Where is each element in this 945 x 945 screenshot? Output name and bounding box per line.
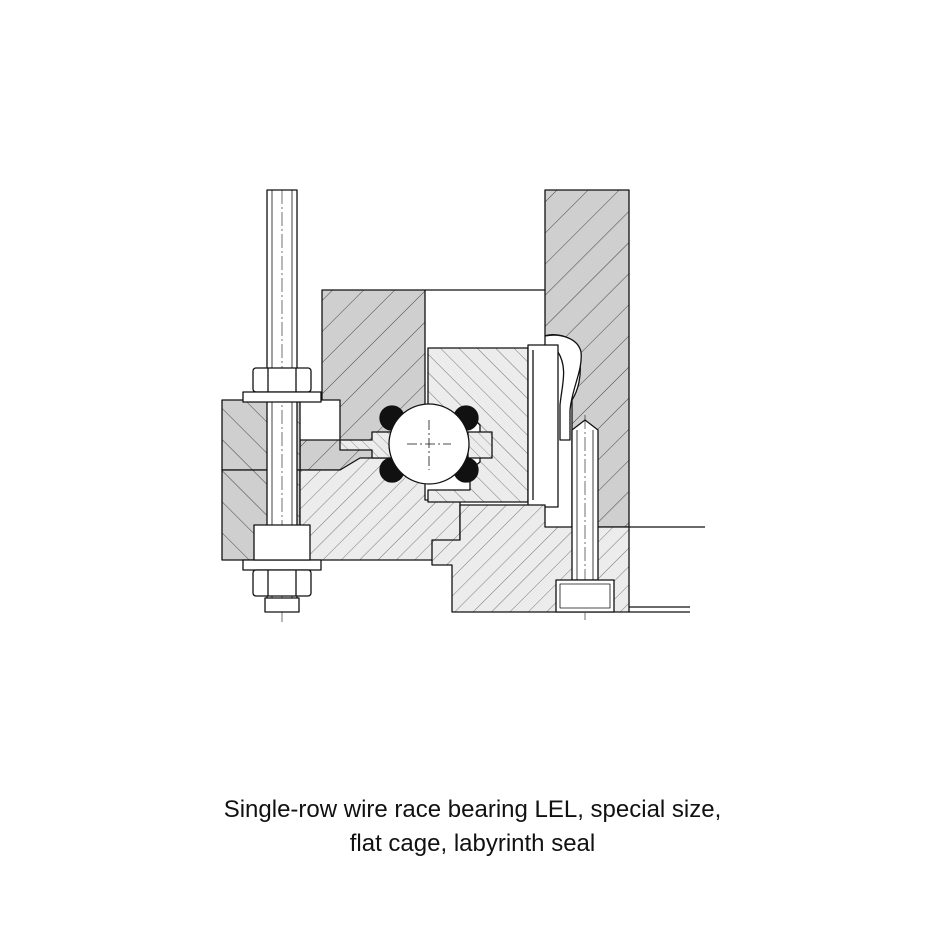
cap-screw [555, 415, 615, 620]
hex-nut-lower [242, 559, 322, 597]
washer-gap [253, 524, 311, 561]
caption-line-2: flat cage, labyrinth seal [349, 830, 596, 857]
hex-nut-upper [242, 367, 322, 403]
caption-line-1: Single-row wire race bearing LEL, specia… [223, 796, 722, 823]
figure-caption: Single-row wire race bearing LEL, specia… [0, 793, 945, 861]
flat-cage-right [467, 431, 493, 459]
